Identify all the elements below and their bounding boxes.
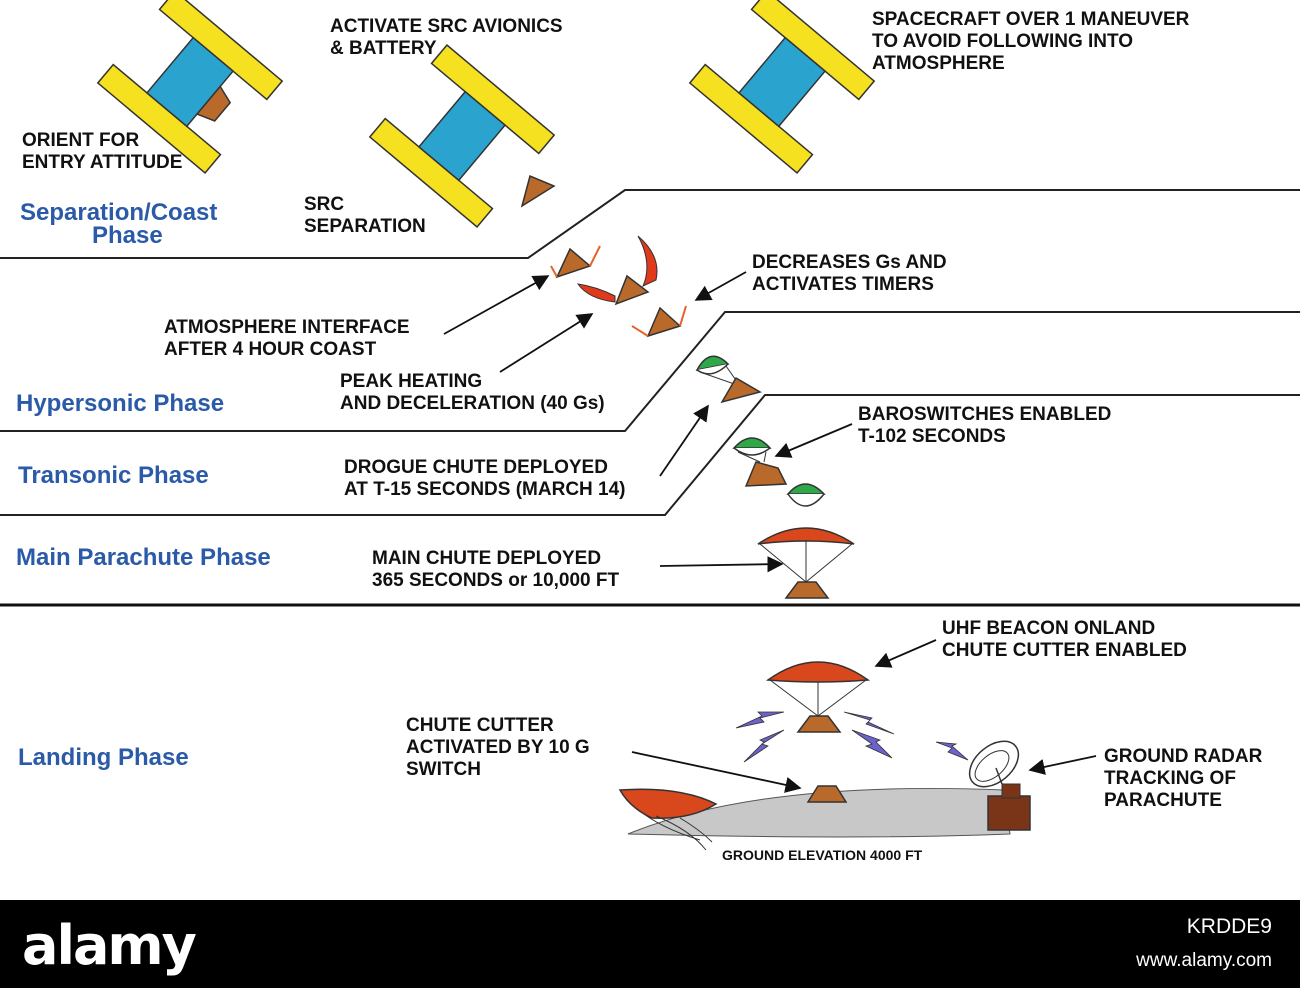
spacecraft-separation-icon — [368, 43, 556, 229]
main-chute-icon — [757, 527, 855, 599]
drogue-chute-1-icon — [695, 355, 762, 404]
phase-separation-line1: Separation/Coast — [20, 199, 217, 226]
label-spacecraft-3: ATMOSPHERE — [872, 53, 1005, 74]
label-decreases-2: ACTIVATES TIMERS — [752, 274, 934, 295]
leader-arrows — [443, 271, 1097, 793]
label-drogue-2: AT T-15 SECONDS (MARCH 14) — [344, 479, 626, 500]
label-drogue-1: DROGUE CHUTE DEPLOYED — [344, 457, 608, 478]
watermark-image-id: KRDDE9 — [1186, 915, 1272, 938]
label-activate-2: & BATTERY — [330, 38, 437, 59]
watermark-bar — [0, 900, 1300, 988]
label-atmo-2: AFTER 4 HOUR COAST — [164, 339, 377, 360]
label-orient-2: ENTRY ATTITUDE — [22, 152, 182, 173]
phase-transonic: Transonic Phase — [18, 462, 209, 489]
label-cutter-1: CHUTE CUTTER — [406, 715, 554, 736]
label-decreases-1: DECREASES Gs AND — [752, 252, 947, 273]
boundary-transonic-main — [0, 394, 1300, 516]
radio-wave-icons — [735, 711, 969, 763]
label-radar-3: PARACHUTE — [1104, 790, 1222, 811]
label-cutter-3: SWITCH — [406, 759, 481, 780]
phase-hypersonic: Hypersonic Phase — [16, 390, 224, 417]
label-cutter-2: ACTIVATED BY 10 G — [406, 737, 590, 758]
label-spacecraft-1: SPACECRAFT OVER 1 MANEUVER — [872, 9, 1190, 30]
boundary-hypersonic-transonic — [0, 311, 1300, 432]
landing-chute-icon — [765, 661, 871, 733]
label-uhf-2: CHUTE CUTTER ENABLED — [942, 640, 1187, 661]
label-atmo-1: ATMOSPHERE INTERFACE — [164, 317, 410, 338]
entry-sequence-diagram: Separation/Coast Phase Hypersonic Phase … — [0, 0, 1300, 863]
label-src-sep-1: SRC — [304, 194, 344, 215]
boundary-separation-hypersonic — [0, 189, 1300, 259]
phase-labels: Separation/Coast Phase Hypersonic Phase … — [16, 199, 271, 771]
label-baro-2: T-102 SECONDS — [858, 426, 1006, 447]
label-spacecraft-2: TO AVOID FOLLOWING INTO — [872, 31, 1133, 52]
watermark-url: www.alamy.com — [1136, 950, 1272, 971]
capsule-decelerating-icon — [631, 305, 687, 338]
phase-main-parachute: Main Parachute Phase — [16, 544, 271, 571]
collapsed-chute-icon — [618, 788, 718, 851]
drogue-chute-2-icon — [732, 437, 788, 487]
src-capsule-icon — [520, 174, 556, 208]
label-radar-1: GROUND RADAR — [1104, 746, 1263, 767]
label-src-sep-2: SEPARATION — [304, 216, 426, 237]
label-orient-1: ORIENT FOR — [22, 130, 139, 151]
label-ground-elevation: GROUND ELEVATION 4000 FT — [722, 847, 923, 863]
label-activate-1: ACTIVATE SRC AVIONICS — [330, 16, 563, 37]
watermark-logo: alamy — [22, 914, 197, 977]
landed-capsule-icon — [806, 785, 848, 803]
capsule-entry-icon — [550, 245, 601, 279]
label-peak-2: AND DECELERATION (40 Gs) — [340, 393, 605, 414]
phase-separation-line2: Phase — [92, 222, 163, 249]
main-chute-pilot-icon — [786, 483, 826, 507]
spacecraft-orient-icon — [96, 0, 284, 175]
phase-landing: Landing Phase — [18, 744, 189, 771]
label-baro-1: BAROSWITCHES ENABLED — [858, 404, 1111, 425]
label-main-2: 365 SECONDS or 10,000 FT — [372, 570, 619, 591]
label-radar-2: TRACKING OF — [1104, 768, 1236, 789]
label-main-1: MAIN CHUTE DEPLOYED — [372, 548, 601, 569]
spacecraft-maneuver-icon — [688, 0, 876, 175]
capsule-peak-heating-icon — [576, 235, 658, 306]
label-uhf-1: UHF BEACON ONLAND — [942, 618, 1155, 639]
label-peak-1: PEAK HEATING — [340, 371, 482, 392]
radar-dish-icon — [968, 740, 1031, 831]
